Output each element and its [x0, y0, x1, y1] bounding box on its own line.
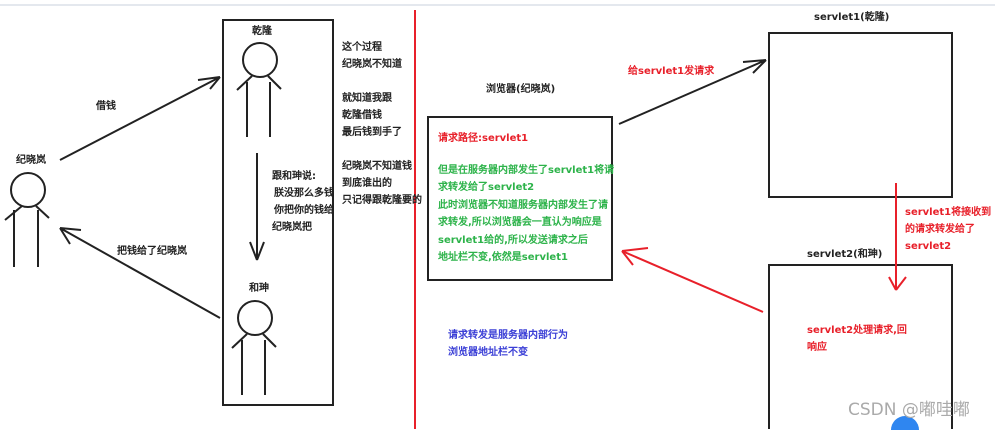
- summary-line: 请求转发是服务器内部行为: [448, 330, 568, 341]
- note-line: 纪晓岚不知道钱: [342, 161, 412, 172]
- browser-note: servlet1给的,所以发送请求之后: [438, 235, 588, 246]
- browser-label: 浏览器(纪晓岚): [486, 84, 556, 95]
- note-line: 到底谁出的: [342, 178, 392, 189]
- browser-note: 求转发给了servlet2: [438, 182, 535, 193]
- talk-down-arrow: [249, 153, 265, 261]
- person-ji-label: 纪晓岚: [16, 155, 46, 166]
- request-path: 请求路径:servlet1: [438, 133, 529, 144]
- servlet1-label: servlet1(乾隆): [814, 12, 890, 23]
- servlet2-box: [768, 264, 953, 429]
- talk-line: 朕没那么多钱: [274, 188, 334, 199]
- give-money-label: 把钱给了纪晓岚: [117, 246, 187, 257]
- note-line: 就知道我跟: [342, 93, 392, 104]
- browser-box: [427, 116, 613, 281]
- talk-line: 你把你的钱给: [274, 205, 334, 216]
- browser-note: 求转发,所以浏览器会一直认为响应是: [438, 217, 602, 228]
- note-line: 纪晓岚不知道: [342, 59, 402, 70]
- talk-line: 纪晓岚把: [272, 222, 312, 233]
- forward-label: servlet2: [905, 241, 952, 252]
- watermark: CSDN @嘟哇嘟: [848, 400, 970, 420]
- response-arrow: [621, 247, 764, 313]
- servlet2-process: 响应: [807, 342, 827, 353]
- borrow-arrow: [59, 76, 221, 161]
- browser-note: 但是在服务器内部发生了servlet1将请: [438, 165, 615, 176]
- give-money-arrow: [59, 227, 221, 319]
- forward-label: 的请求转发给了: [905, 224, 975, 235]
- servlet1-box: [768, 32, 953, 198]
- browser-note: 此时浏览器不知道服务器内部发生了请: [438, 200, 608, 211]
- person-heshen-figure: [231, 300, 277, 395]
- note-line: 乾隆借钱: [342, 110, 382, 121]
- forward-label: servlet1将接收到: [905, 207, 992, 218]
- person-qianlong-label: 乾隆: [252, 26, 272, 37]
- browser-note: 地址栏不变,依然是servlet1: [438, 252, 568, 263]
- forward-arrow: [888, 183, 907, 291]
- floating-action-button[interactable]: [891, 416, 919, 430]
- note-line: 最后钱到手了: [342, 127, 402, 138]
- send-request-arrow: [618, 59, 767, 125]
- note-line: 只记得跟乾隆要的: [342, 195, 422, 206]
- send-request-label: 给servlet1发请求: [628, 66, 715, 77]
- borrow-label: 借钱: [96, 101, 116, 112]
- person-heshen-label: 和珅: [249, 283, 269, 294]
- summary-line: 浏览器地址栏不变: [448, 347, 528, 358]
- servlet2-label: servlet2(和珅): [807, 249, 883, 260]
- person-qianlong-figure: [236, 42, 282, 137]
- court-box: [222, 19, 334, 406]
- servlet2-process: servlet2处理请求,回: [807, 325, 907, 336]
- note-line: 这个过程: [342, 42, 382, 53]
- talk-line: 跟和珅说:: [272, 171, 316, 182]
- person-ji-figure: [4, 172, 50, 267]
